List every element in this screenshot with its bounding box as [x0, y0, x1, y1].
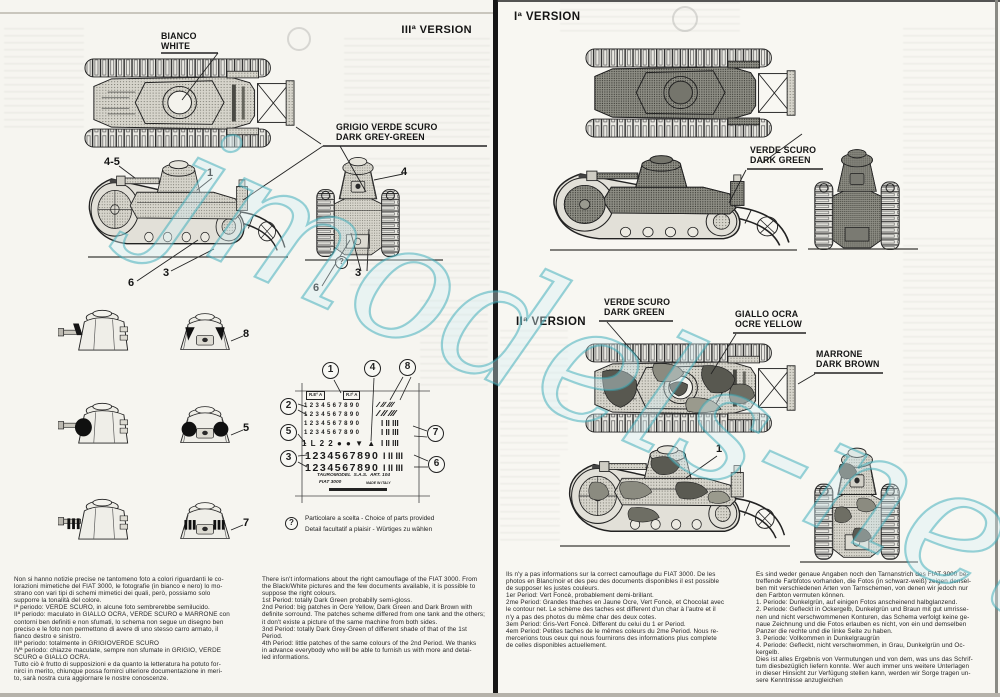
decal-footer-bar: [329, 488, 387, 491]
label-line: GRIGIO VERDE SCURO: [336, 122, 438, 132]
label-line: BIANCO: [161, 31, 197, 41]
part-number-7: 7: [243, 517, 250, 529]
label-line: VERDE SCURO: [750, 145, 817, 155]
label-line: OCRE YELLOW: [735, 318, 802, 329]
bleed-through-stamp: [672, 6, 698, 32]
label-line: VERDE SCURO: [604, 297, 671, 307]
decal-number-row: 1234567890: [304, 412, 362, 418]
turret-front-variant-7: [176, 500, 234, 543]
bleed-through-stamp: [287, 27, 311, 51]
choice-of-parts-note-line1: Particolare a scelta - Choice of parts p…: [305, 515, 435, 522]
turret-front-variant-8: [176, 311, 234, 354]
decal-bar-marks: I II III: [381, 428, 399, 437]
label-line: DARK GREEN: [750, 154, 811, 165]
decal-callout-2: 2: [280, 398, 297, 415]
decal-number-row-large: 1234567890: [305, 450, 380, 462]
turret-side-variant-5: [58, 400, 138, 448]
tank-top-view-i-version: [585, 48, 797, 138]
label-line: DARK GREEN: [604, 306, 665, 317]
turret-side-variant-8: [58, 307, 138, 355]
label-line: WHITE: [161, 40, 191, 51]
optional-part-mark: ?: [335, 256, 348, 269]
decal-callout-3: 3: [280, 450, 297, 467]
turret-front-variant-5: [176, 404, 234, 447]
choice-of-parts-note-line2: Detail facultatif a plaisir - Würtiges z…: [305, 526, 433, 533]
decal-number-row: 1234567890: [304, 421, 362, 427]
part-number-6: 6: [313, 282, 320, 294]
paragraph-english: There isn't informations about the right…: [262, 576, 485, 662]
decal-model-line: FIAT 3000: [319, 480, 342, 485]
right-version2-header: IIª VERSION: [516, 316, 587, 328]
decal-bar-marks: I II III: [381, 419, 399, 428]
part-number-1: 1: [716, 443, 723, 455]
part-number-6: 6: [128, 277, 135, 289]
part-number-4: 4: [401, 166, 408, 178]
bleed-through-text: [4, 28, 84, 128]
part-number-1: 1: [207, 167, 214, 179]
decal-plate-box-2: R.Iº A: [343, 391, 361, 400]
paragraph-italian: Non si hanno notizie precise ne tantomen…: [14, 576, 230, 683]
decal-symbol-row: 1 L 2 2 ● ● ▼ ▲: [302, 439, 377, 448]
decal-number-row-large: 1234567890: [305, 462, 380, 474]
optional-part-mark: ?: [285, 517, 298, 530]
part-number-4-5: 4-5: [104, 156, 120, 168]
part-number-8: 8: [243, 328, 250, 340]
paragraph-french: Ils n'y a pas informations sur la correc…: [506, 571, 725, 649]
tank-side-view-i-version: [550, 153, 795, 253]
decal-bar-marks: I II III: [383, 451, 404, 461]
decal-maker-line: TAUROMODEL S.A.S. ART. 104: [317, 473, 391, 478]
decal-callout-4: 4: [364, 360, 381, 377]
bleed-through-text: [903, 238, 995, 463]
scan-edge-right: [995, 0, 998, 697]
tank-top-view-ii-version: [585, 343, 797, 433]
turret-side-variant-7: [58, 496, 138, 544]
decal-plate-box-1: R.Eº A: [306, 391, 326, 400]
tank-front-view-ii-version: [814, 442, 900, 562]
decal-callout-7: 7: [427, 425, 444, 442]
decal-number-row: 1234567890: [304, 403, 362, 409]
bleed-through-text: [560, 2, 740, 36]
decal-made-in-line: MADE IN ITALY: [366, 481, 391, 485]
decal-callout-6: 6: [428, 456, 445, 473]
paper-edge-top: [0, 12, 493, 14]
decal-number-row: 1234567890: [304, 430, 362, 436]
decal-callout-8: 8: [399, 359, 416, 376]
decal-bar-marks: I II III: [383, 463, 404, 473]
tank-rear-view-iii-version: [316, 152, 400, 259]
label-line: DARK BROWN: [816, 358, 880, 369]
page-divider: [493, 0, 498, 697]
right-version1-header: Iª VERSION: [514, 11, 581, 23]
label-line: GIALLO OCRA: [735, 309, 799, 319]
tank-top-view-iii-version: [84, 58, 296, 148]
label-line: DARK GREY-GREEN: [336, 131, 425, 142]
bleed-through-text: [500, 330, 568, 450]
bleed-through-text: [500, 455, 560, 545]
label-line: MARRONE: [816, 349, 863, 359]
bleed-through-text: [344, 38, 490, 138]
paragraph-german: Es sind weder genaue Angaben noch den Ta…: [756, 571, 973, 685]
tank-side-view-ii-version: [566, 443, 790, 546]
scan-edge-bottom: [0, 693, 1000, 697]
scan-edge-top: [497, 0, 1000, 2]
decal-callout-1: 1: [322, 362, 339, 379]
bleed-through-text: [903, 28, 995, 218]
part-number-3: 3: [355, 267, 362, 279]
part-number-5: 5: [243, 422, 250, 434]
tank-front-view-i-version: [814, 144, 900, 252]
tank-side-view-iii-version: [86, 158, 290, 258]
part-number-3: 3: [163, 267, 170, 279]
left-version-header: IIIª VERSION: [401, 24, 472, 36]
decal-bar-marks: I II III: [381, 439, 399, 448]
bleed-through-text: [420, 300, 488, 390]
decal-callout-5: 5: [280, 424, 297, 441]
